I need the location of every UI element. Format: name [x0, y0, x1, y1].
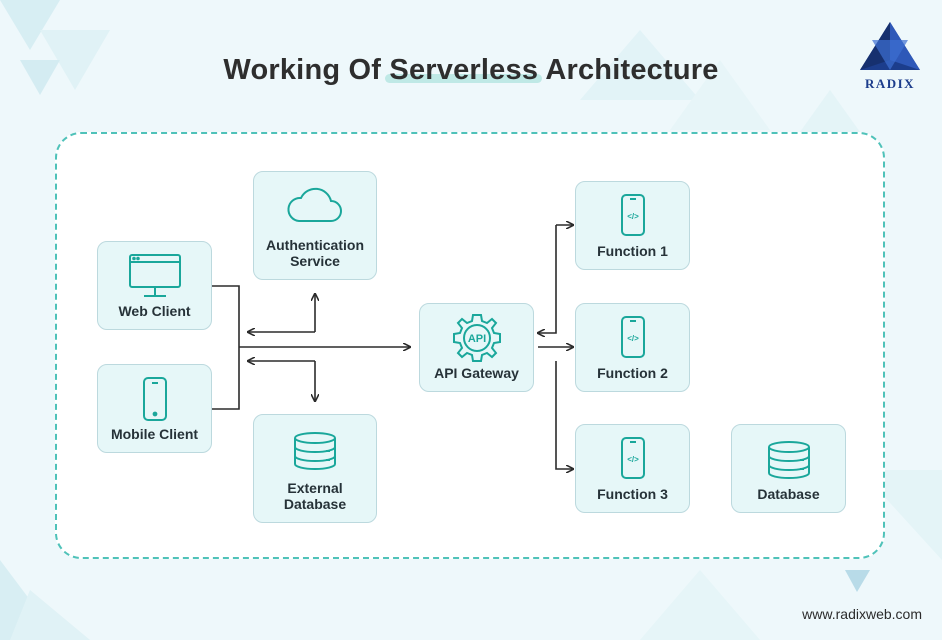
page-title: Working Of Serverless Architecture [0, 54, 942, 87]
function-3-node: </> Function 3 [575, 424, 690, 513]
code-phone-icon: </> [576, 193, 689, 237]
web-client-label: Web Client [118, 303, 191, 319]
code-glyph: </> [627, 455, 639, 464]
api-gear-icon: API [420, 311, 533, 365]
mobile-client-node: Mobile Client [97, 364, 212, 453]
function-1-node: </> Function 1 [575, 181, 690, 270]
function-2-label: Function 2 [597, 365, 668, 381]
auth-service-node: Authentication Service [253, 171, 377, 280]
api-gateway-label: API Gateway [434, 365, 519, 381]
code-glyph: </> [627, 212, 639, 221]
database-node: Database [731, 424, 846, 513]
monitor-icon [98, 253, 211, 299]
code-phone-icon: </> [576, 436, 689, 480]
title-highlight: Serverless [385, 54, 542, 86]
radix-logo-icon [860, 22, 920, 70]
web-client-node: Web Client [97, 241, 212, 330]
api-gateway-node: API API Gateway [419, 303, 534, 392]
function-2-node: </> Function 2 [575, 303, 690, 392]
auth-service-label: Authentication Service [266, 237, 364, 269]
database-icon [732, 440, 845, 480]
function-3-label: Function 3 [597, 486, 668, 502]
database-icon [254, 431, 376, 471]
code-glyph: </> [627, 334, 639, 343]
cloud-icon [254, 186, 376, 224]
logo-text: RADIX [864, 76, 916, 91]
mobile-client-label: Mobile Client [110, 426, 199, 442]
external-database-node: External Database [253, 414, 377, 523]
title-prefix: Working Of [223, 54, 390, 86]
external-database-label: External Database [283, 480, 347, 512]
smartphone-icon [98, 376, 211, 422]
database-label: Database [757, 486, 820, 502]
title-suffix: Architecture [538, 54, 719, 86]
api-badge-text: API [467, 333, 485, 345]
function-1-label: Function 1 [597, 243, 668, 259]
code-phone-icon: </> [576, 315, 689, 359]
website-url[interactable]: www.radixweb.com [802, 606, 922, 622]
